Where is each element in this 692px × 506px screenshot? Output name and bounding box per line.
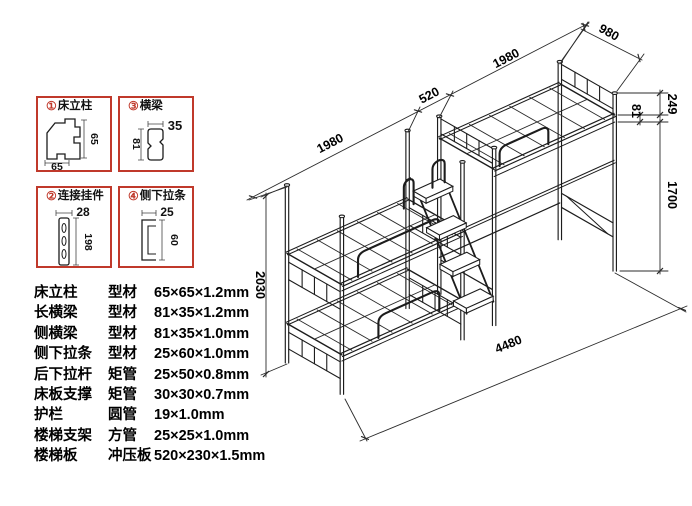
profile-name: 侧下拉条: [139, 190, 186, 202]
dim-frame-height: 81: [629, 104, 643, 118]
spec-part-name: 床立柱: [34, 285, 78, 301]
spec-row: 后下拉杆 矩管 25×50×0.8mm: [34, 365, 286, 385]
dim-label: 25: [160, 205, 174, 219]
spec-material: 型材: [108, 346, 137, 363]
dim-gap: 520: [417, 84, 442, 106]
profile-name: 连接挂件: [57, 190, 104, 202]
dim-label: 60: [168, 234, 180, 246]
spec-part-name: 后下拉杆: [34, 366, 92, 383]
dim-clearance: 1700: [665, 181, 679, 209]
spec-material: 型材: [108, 285, 137, 301]
spec-material: 方管: [108, 427, 137, 444]
spec-material: 矩管: [108, 387, 137, 404]
dim-label: 28: [76, 205, 90, 219]
spec-part-name: 护栏: [34, 407, 63, 424]
spec-size: 30×30×0.7mm: [154, 387, 250, 404]
dim-label: 65: [51, 161, 63, 171]
spec-row: 侧横梁 型材 81×35×1.0mm: [34, 324, 286, 344]
dim-depth: 980: [596, 21, 621, 43]
spec-part-name: 侧横梁: [34, 325, 78, 342]
dim-label: 65: [88, 133, 100, 145]
spec-size: 81×35×1.2mm: [154, 305, 250, 322]
dim-label: 35: [168, 118, 182, 133]
spec-material: 矩管: [108, 366, 137, 383]
spec-row: 床板支撑 矩管 30×30×0.7mm: [34, 385, 286, 405]
spec-size: 520×230×1.5mm: [154, 448, 266, 465]
spec-part-name: 楼梯支架: [34, 427, 92, 444]
profile-number: ①: [46, 99, 57, 113]
spec-size: 81×35×1.0mm: [154, 325, 250, 342]
dim-label: 198: [82, 233, 94, 251]
spec-size: 19×1.0mm: [154, 407, 225, 424]
spec-row: 侧下拉条 型材 25×60×1.0mm: [34, 344, 286, 364]
loft-bed: [436, 59, 618, 327]
profile-number: ③: [128, 99, 139, 113]
dim-rail-top: 249: [665, 94, 679, 115]
spec-row: 长横梁 型材 81×35×1.2mm: [34, 303, 286, 323]
spec-row: 楼梯支架 方管 25×25×1.0mm: [34, 426, 286, 446]
spec-row: 护栏 圆管 19×1.0mm: [34, 405, 286, 425]
dim-total-length: 4480: [493, 332, 524, 356]
spec-size: 25×60×1.0mm: [154, 346, 250, 363]
left-bunk-bed: [283, 128, 466, 395]
crossbeam-section-drawing: 35 81: [130, 118, 182, 161]
dim-label: 81: [130, 138, 142, 150]
side-tie-section-drawing: 25 60: [141, 205, 180, 261]
staircase: [402, 158, 495, 315]
profile-number: ②: [46, 189, 57, 203]
spec-row: 楼梯板 冲压板 520×230×1.5mm: [34, 446, 286, 466]
spec-size: 65×65×1.2mm: [154, 285, 250, 301]
connector-section-drawing: 28 198: [55, 205, 94, 266]
spec-part-name: 侧下拉条: [34, 346, 92, 363]
spec-material: 圆管: [108, 407, 137, 424]
spec-part-name: 楼梯板: [34, 448, 78, 465]
dim-right-length: 1980: [491, 46, 522, 71]
spec-size: 25×50×0.8mm: [154, 366, 250, 383]
spec-table: 床立柱 型材 65×65×1.2mm 长横梁 型材 81×35×1.2mm 侧横…: [34, 283, 286, 467]
spec-part-name: 长横梁: [34, 305, 78, 322]
spec-material: 型材: [108, 305, 137, 322]
spec-material: 型材: [108, 325, 137, 342]
spec-size: 25×25×1.0mm: [154, 427, 250, 444]
spec-part-name: 床板支撑: [34, 387, 92, 404]
profile-name: 床立柱: [57, 100, 93, 112]
bed-post-section-drawing: 65 65: [44, 118, 100, 171]
spec-material: 冲压板: [108, 448, 152, 465]
profile-name: 横梁: [139, 100, 163, 112]
profile-number: ④: [128, 189, 139, 203]
spec-row: 床立柱 型材 65×65×1.2mm: [34, 283, 286, 303]
dim-left-length: 1980: [315, 131, 346, 156]
